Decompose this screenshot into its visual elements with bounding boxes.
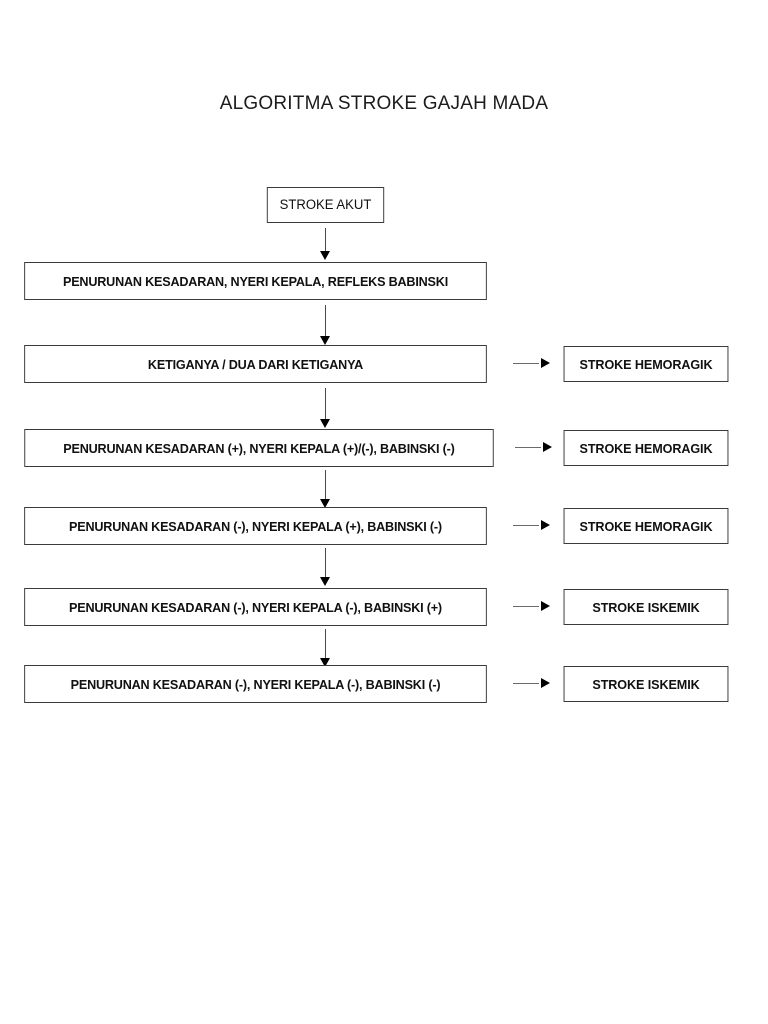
node-label: PENURUNAN KESADARAN (+), NYERI KEPALA (+… xyxy=(63,440,455,456)
connector-vertical-5 xyxy=(320,548,331,586)
flowchart-node-outcome-3: STROKE HEMORAGIK xyxy=(563,508,729,544)
flowchart-node-criteria-2: KETIGANYA / DUA DARI KETIGANYA xyxy=(24,345,487,383)
connector-vertical-4 xyxy=(320,470,331,508)
flowchart-node-criteria-6: PENURUNAN KESADARAN (-), NYERI KEPALA (-… xyxy=(24,665,487,703)
node-label: KETIGANYA / DUA DARI KETIGANYA xyxy=(147,356,364,372)
node-label: STROKE AKUT xyxy=(279,197,372,213)
connector-vertical-2 xyxy=(320,305,331,345)
flowchart-node-outcome-2: STROKE HEMORAGIK xyxy=(563,430,729,466)
connector-vertical-1 xyxy=(320,228,331,260)
connector-horizontal-1 xyxy=(513,358,556,369)
node-label: STROKE ISKEMIK xyxy=(592,599,700,615)
connector-vertical-3 xyxy=(320,388,331,428)
node-label: STROKE HEMORAGIK xyxy=(579,356,713,372)
flowchart-node-stroke-akut: STROKE AKUT xyxy=(266,187,385,223)
flowchart-node-criteria-4: PENURUNAN KESADARAN (-), NYERI KEPALA (+… xyxy=(24,507,487,545)
node-label: STROKE HEMORAGIK xyxy=(579,440,713,456)
connector-vertical-6 xyxy=(320,629,331,667)
page-title: ALGORITMA STROKE GAJAH MADA xyxy=(219,93,549,114)
flowchart-node-criteria-1: PENURUNAN KESADARAN, NYERI KEPALA, REFLE… xyxy=(24,262,487,300)
node-label: PENURUNAN KESADARAN (-), NYERI KEPALA (+… xyxy=(69,518,442,534)
node-label: PENURUNAN KESADARAN, NYERI KEPALA, REFLE… xyxy=(62,273,448,289)
flowchart-node-outcome-4: STROKE ISKEMIK xyxy=(563,589,729,625)
connector-horizontal-3 xyxy=(513,520,556,531)
node-label: PENURUNAN KESADARAN (-), NYERI KEPALA (-… xyxy=(70,676,441,692)
connector-horizontal-5 xyxy=(513,678,556,689)
node-label: PENURUNAN KESADARAN (-), NYERI KEPALA (-… xyxy=(69,599,442,615)
connector-horizontal-2 xyxy=(515,442,558,453)
flowchart-node-outcome-5: STROKE ISKEMIK xyxy=(563,666,729,702)
node-label: STROKE ISKEMIK xyxy=(592,676,700,692)
flowchart-node-outcome-1: STROKE HEMORAGIK xyxy=(563,346,729,382)
connector-horizontal-4 xyxy=(513,601,556,612)
flowchart-node-criteria-5: PENURUNAN KESADARAN (-), NYERI KEPALA (-… xyxy=(24,588,487,626)
node-label: STROKE HEMORAGIK xyxy=(579,518,713,534)
flowchart-node-criteria-3: PENURUNAN KESADARAN (+), NYERI KEPALA (+… xyxy=(24,429,494,467)
